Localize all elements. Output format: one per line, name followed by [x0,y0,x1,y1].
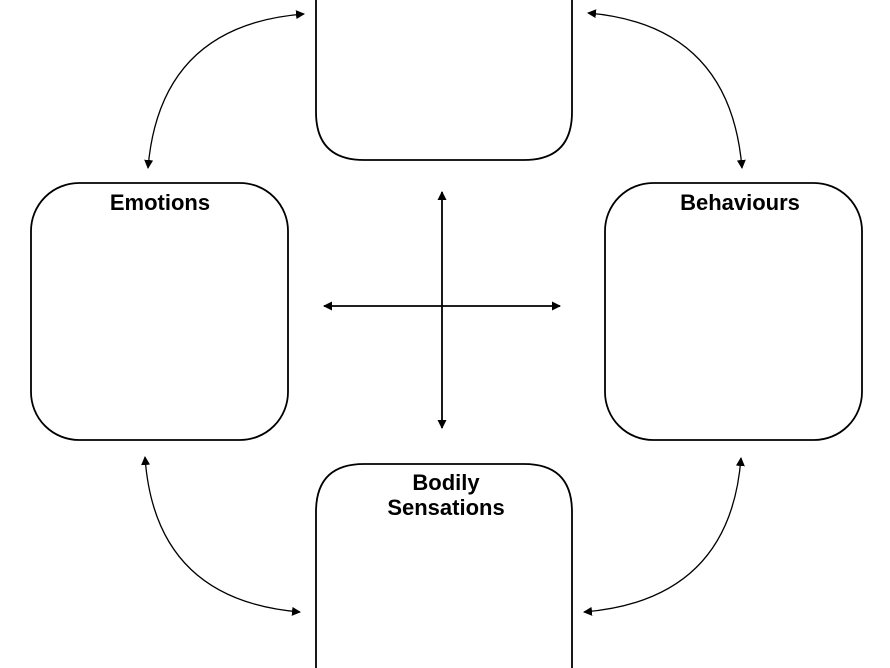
bottom-right-curved-arrow-icon [583,457,745,616]
four-way-arrow-icon [323,191,561,429]
top-left-curved-arrow-icon [144,10,305,169]
behaviours-box: Behaviours [604,182,863,441]
bodily-sensations-box: Bodily Sensations [315,463,573,668]
behaviours-label: Behaviours [680,190,800,215]
top-box [315,0,573,161]
emotions-label: Emotions [110,190,210,215]
bodily-sensations-label-line1: Bodily [412,470,480,495]
emotions-box: Emotions [30,182,289,441]
top-right-curved-arrow-icon [587,9,746,169]
bodily-sensations-label-line2: Sensations [387,495,504,520]
bottom-left-curved-arrow-icon [141,456,301,616]
